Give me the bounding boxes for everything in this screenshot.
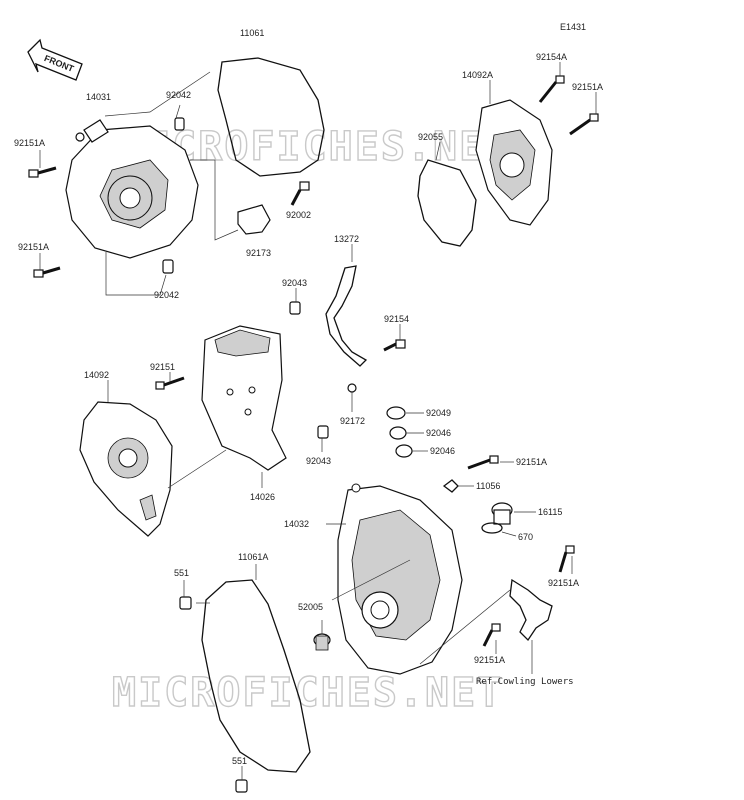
label-11061: 11061: [240, 28, 264, 38]
plug-52005: [313, 633, 331, 651]
bolt-92151A-2: [33, 266, 61, 278]
clutch-cover-14032: [337, 483, 463, 675]
bracket-13272: [325, 265, 368, 367]
label-551-top: 551: [174, 568, 189, 578]
watermark-bottom: MICROFICHES.NET: [112, 670, 503, 716]
reference-note: Ref.Cowling Lowers: [476, 677, 574, 687]
label-92172: 92172: [340, 416, 365, 426]
bolt-92151: [155, 376, 185, 390]
leader-92042-bot: [105, 252, 167, 296]
cover-14092A: [475, 99, 553, 226]
gasket-11061A: [201, 579, 311, 773]
leader-92055: [435, 141, 441, 161]
leader-cover-link: [331, 559, 411, 601]
label-92154A: 92154A: [536, 52, 567, 62]
label-92173: 92173: [246, 248, 271, 258]
bolt-92151A-1: [28, 166, 57, 178]
label-92043-top: 92043: [282, 278, 307, 288]
label-92151A-2: 92151A: [18, 242, 49, 252]
label-16115: 16115: [538, 507, 562, 517]
label-11061A: 11061A: [238, 552, 268, 562]
label-14032: 14032: [284, 519, 309, 529]
dowel-92042-bottom: [162, 259, 174, 274]
washer-92172: [347, 383, 357, 393]
label-92042-bot: 92042: [154, 290, 179, 300]
bolt-92151A-3: [569, 113, 599, 136]
label-92042-top: 92042: [166, 90, 191, 100]
bolt-92151A-5: [558, 545, 575, 573]
leader-bracket-link: [419, 589, 511, 665]
dowel-92043-top: [289, 301, 301, 315]
dowel-551-top: [179, 596, 192, 610]
label-11056: 11056: [476, 481, 500, 491]
inner-cover-14092: [79, 401, 173, 537]
label-92151A-5: 92151A: [548, 578, 579, 588]
leader-14092-link: [167, 449, 227, 489]
diagram-code: E1431: [560, 22, 586, 32]
o-ring-670: [481, 522, 503, 534]
label-670: 670: [518, 532, 533, 542]
label-92151A-1: 92151A: [14, 138, 45, 148]
bolt-92154: [383, 339, 406, 352]
label-14092: 14092: [84, 370, 109, 380]
label-92151A-4: 92151A: [516, 457, 547, 467]
clamp-92173: [237, 204, 271, 235]
clip-11056: [442, 479, 459, 493]
label-14031: 14031: [86, 92, 111, 102]
bolt-92151A-6: [482, 623, 501, 647]
bolt-92002: [290, 181, 310, 206]
leader-92042-top: [175, 104, 181, 119]
front-arrow-icon: FRONT: [27, 38, 83, 81]
generator-cover-14031: [65, 119, 199, 259]
bracket-cowling: [509, 578, 553, 642]
dowel-92042-top: [174, 117, 185, 131]
sprocket-cover-14026: [201, 325, 287, 471]
dowel-551-bottom: [235, 779, 248, 793]
bearing-92046-2: [395, 444, 413, 458]
label-92151A-3: 92151A: [572, 82, 603, 92]
leader-14031: [104, 71, 211, 117]
label-92002: 92002: [286, 210, 311, 220]
label-13272: 13272: [334, 234, 359, 244]
seal-92049: [386, 406, 406, 420]
label-52005: 52005: [298, 602, 323, 612]
oil-cap-16115: [491, 502, 513, 525]
leader-670: [501, 531, 517, 537]
label-92049: 92049: [426, 408, 451, 418]
label-551-bot: 551: [232, 756, 247, 766]
gasket-92055: [417, 159, 477, 247]
label-92151: 92151: [150, 362, 175, 372]
label-92046-2: 92046: [430, 446, 455, 456]
gasket-11061: [217, 57, 325, 177]
label-92154: 92154: [384, 314, 409, 324]
leader-92173: [190, 159, 239, 241]
bolt-92151A-4: [467, 455, 499, 470]
label-92046-1: 92046: [426, 428, 451, 438]
label-14026: 14026: [250, 492, 275, 502]
label-92043-bot: 92043: [306, 456, 331, 466]
dowel-92043-bottom: [317, 425, 329, 439]
bolt-92154A: [538, 75, 565, 103]
label-14092A: 14092A: [462, 70, 493, 80]
label-92151A-6: 92151A: [474, 655, 505, 665]
label-92055: 92055: [418, 132, 443, 142]
bearing-92046-1: [389, 426, 407, 440]
